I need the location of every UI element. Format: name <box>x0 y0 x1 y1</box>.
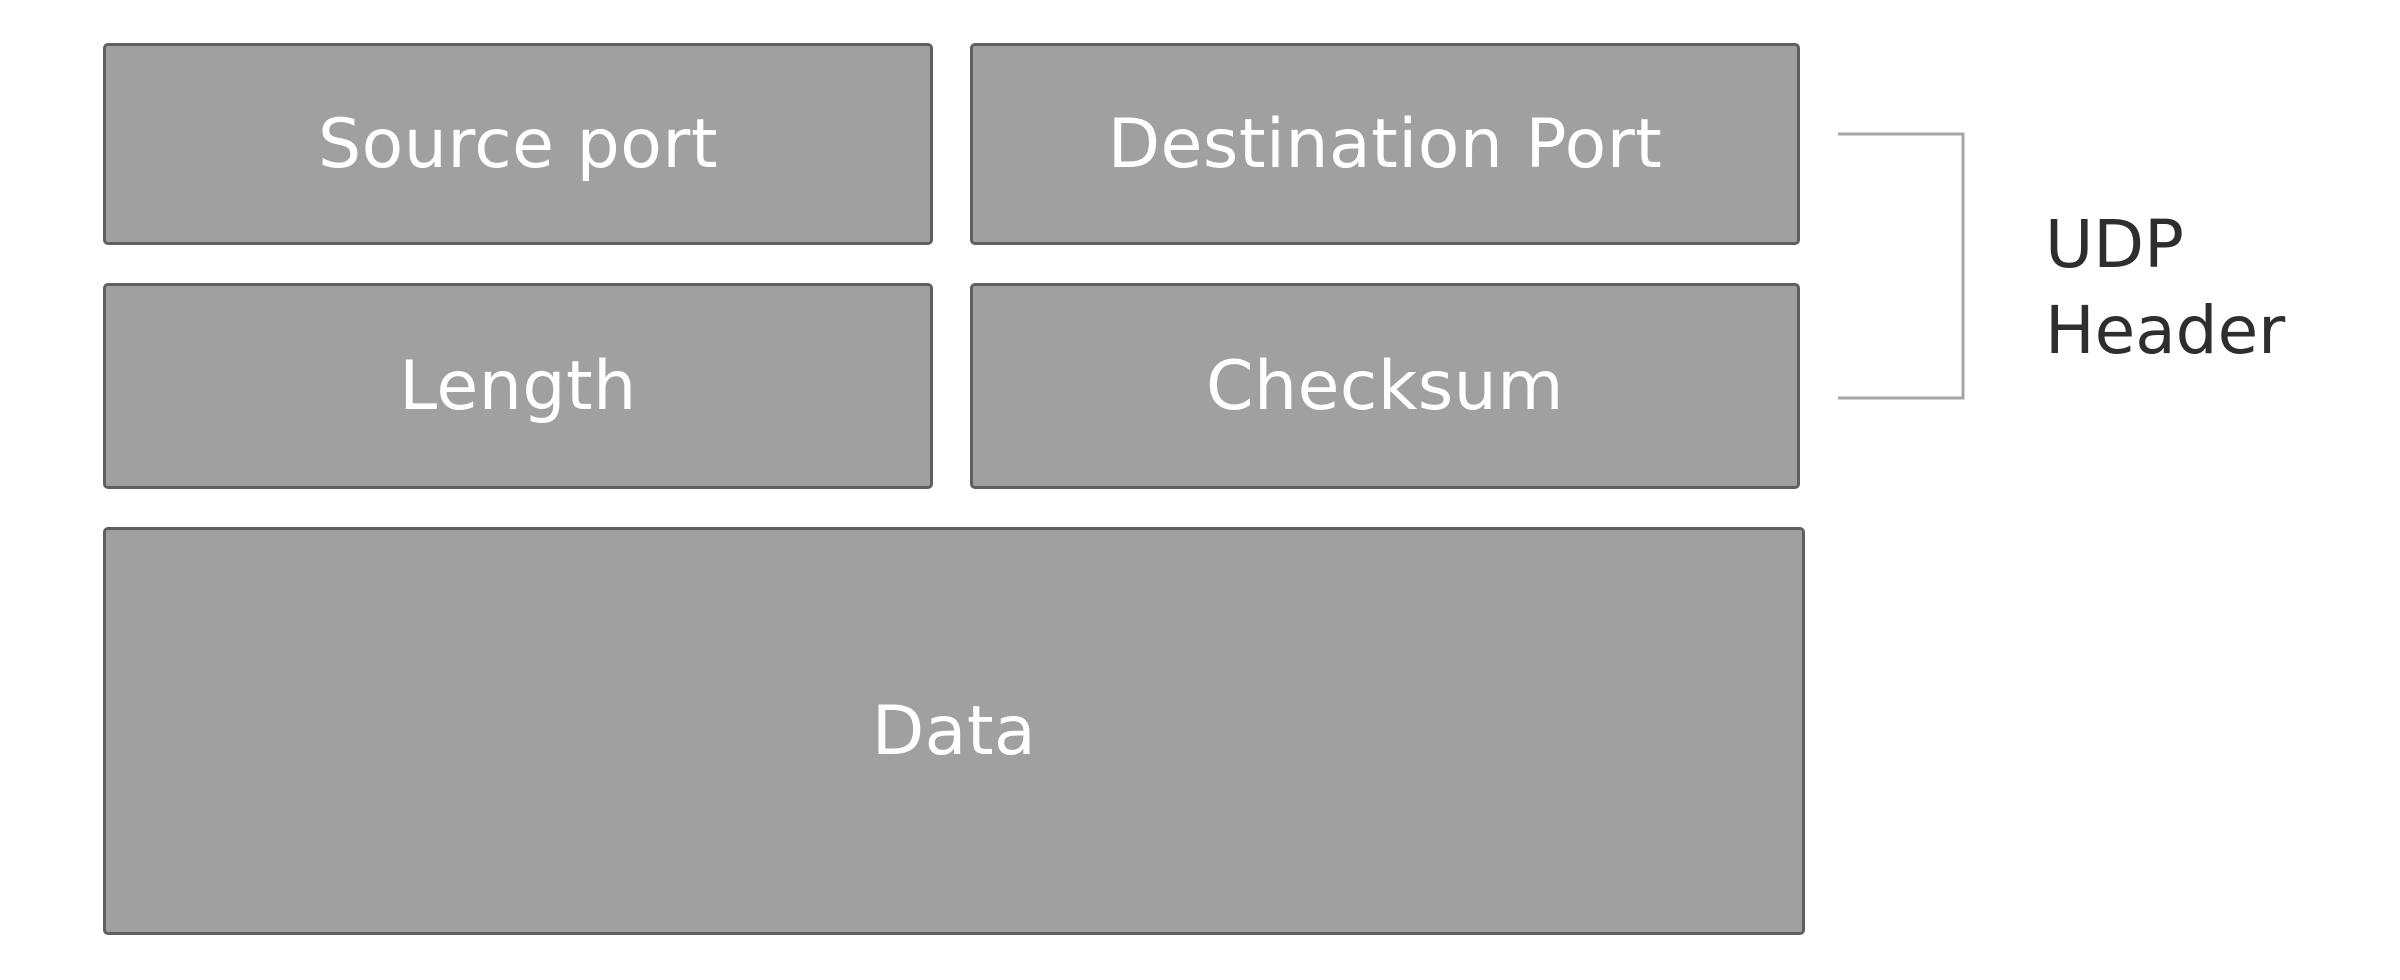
bracket-line <box>1838 132 1965 400</box>
udp-header-label-line2: Header <box>2045 292 2286 369</box>
destination-port-label: Destination Port <box>1107 104 1663 184</box>
data-label: Data <box>871 691 1037 771</box>
checksum-label: Checksum <box>1206 346 1564 426</box>
checksum-field: Checksum <box>970 283 1800 489</box>
udp-header-label: UDP Header <box>2045 202 2285 374</box>
data-field: Data <box>103 527 1805 935</box>
udp-header-label-line1: UDP <box>2045 206 2184 283</box>
length-label: Length <box>399 346 637 426</box>
destination-port-field: Destination Port <box>970 43 1800 245</box>
source-port-field: Source port <box>103 43 933 245</box>
length-field: Length <box>103 283 933 489</box>
source-port-label: Source port <box>317 104 719 184</box>
